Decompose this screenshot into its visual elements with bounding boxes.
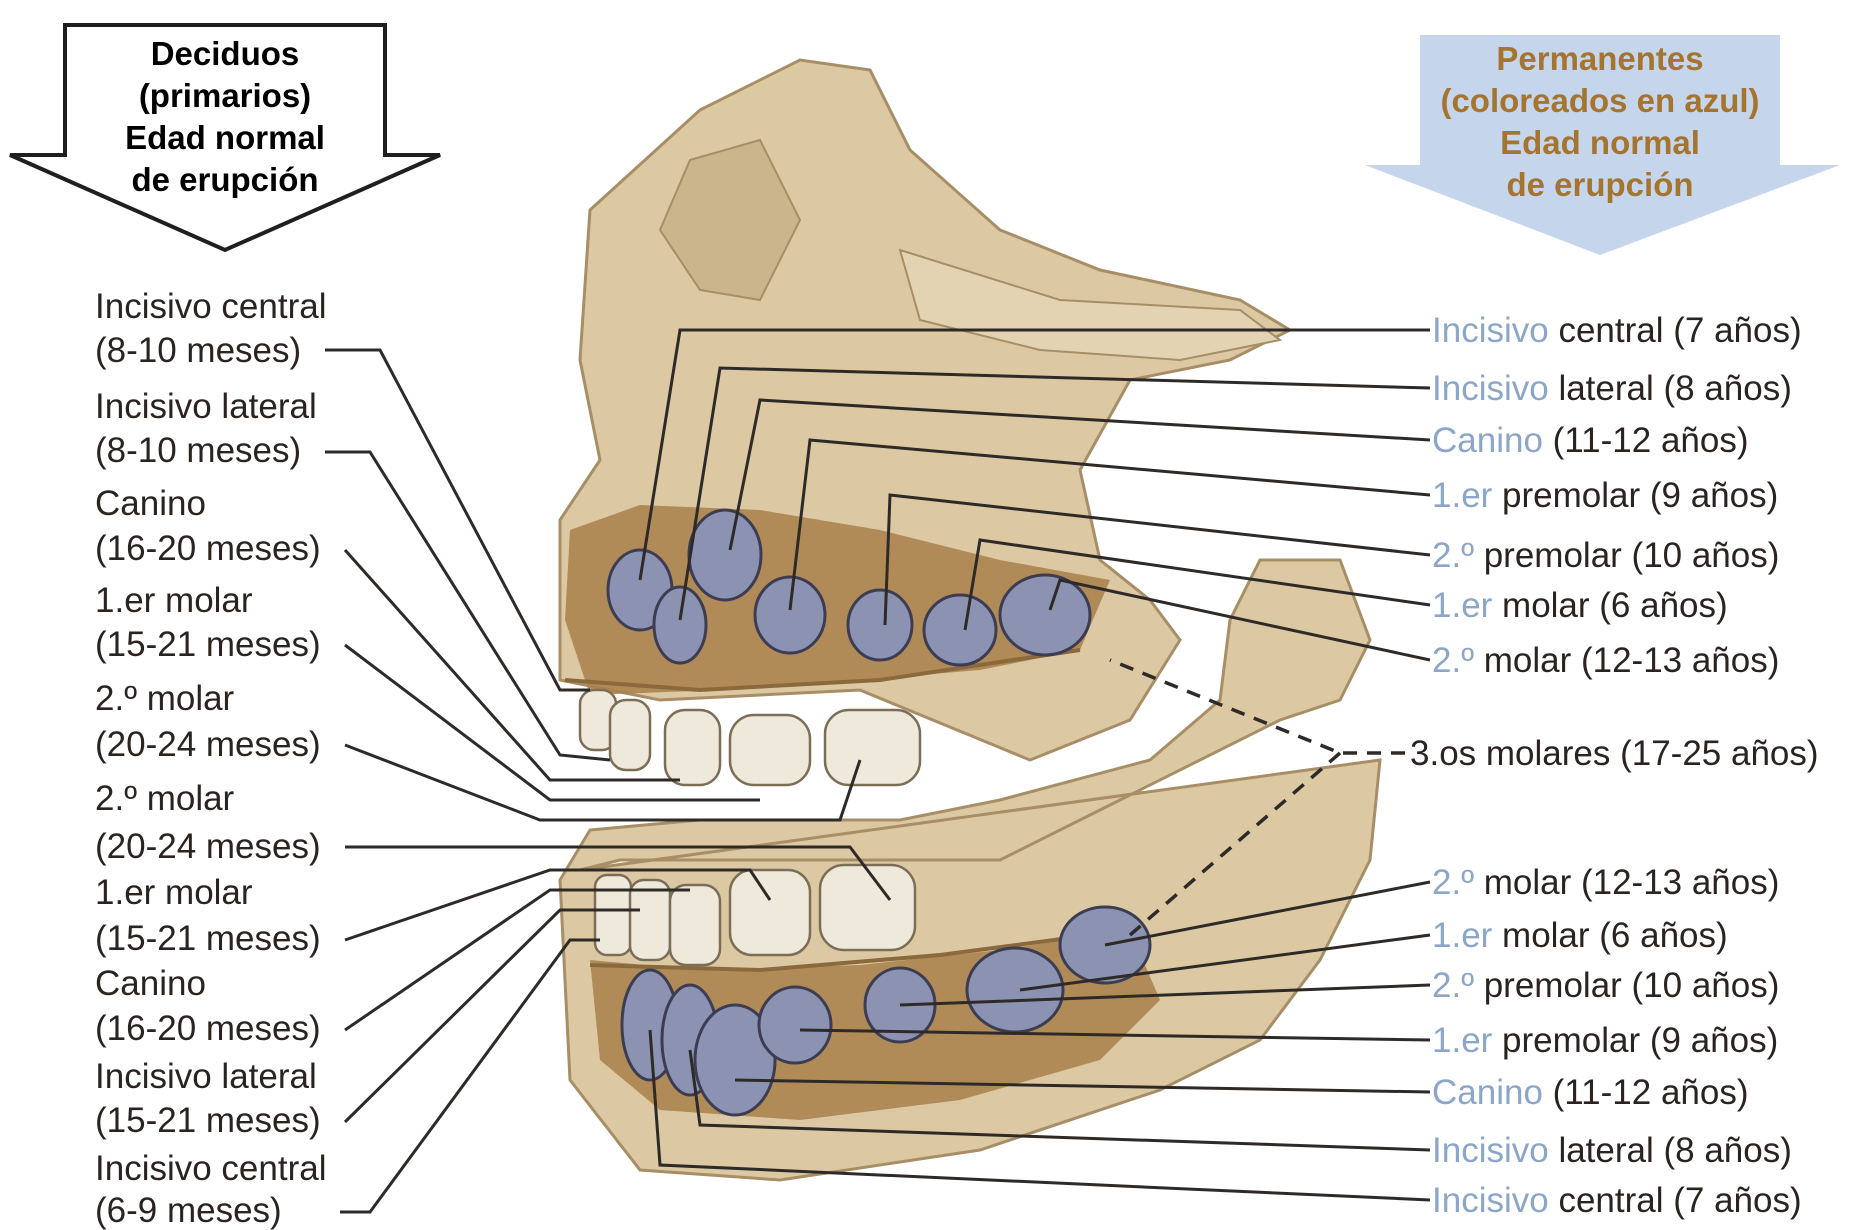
permanent-header-arrow: Permanentes (coloreados en azul) Edad no… xyxy=(1365,35,1840,255)
upper-permanent-molar-1 xyxy=(924,595,996,665)
deciduous-name-5: 2.º molar xyxy=(95,679,235,718)
deciduous-header-arrow: Deciduos (primarios) Edad normal de erup… xyxy=(10,25,440,250)
deciduous-age-4: (15-21 meses) xyxy=(95,625,321,664)
permanent-header-line-4: de erupción xyxy=(1506,166,1693,203)
deciduous-name-9: Incisivo lateral xyxy=(95,1057,317,1096)
permanent-upper-label-6: 1.er molar (6 años) xyxy=(1432,586,1728,625)
permanent-lower-label-1: 2.º molar (12-13 años) xyxy=(1432,863,1779,902)
permanent-lower-labels: 2.º molar (12-13 años) 1.er molar (6 año… xyxy=(1432,863,1802,1220)
deciduous-labels: Incisivo central (8-10 meses) Incisivo l… xyxy=(95,287,326,1230)
deciduous-header-line-4: de erupción xyxy=(131,161,318,198)
permanent-upper-label-5: 2.º premolar (10 años) xyxy=(1432,536,1779,575)
deciduous-name-10: Incisivo central xyxy=(95,1149,326,1188)
permanent-upper-label-2: Incisivo lateral (8 años) xyxy=(1432,369,1792,408)
deciduous-name-6: 2.º molar xyxy=(95,779,235,818)
permanent-lower-label-4: 1.er premolar (9 años) xyxy=(1432,1021,1778,1060)
permanent-lower-label-7: Incisivo central (7 años) xyxy=(1432,1181,1802,1220)
permanent-upper-label-3: Canino (11-12 años) xyxy=(1432,421,1749,460)
deciduous-age-5: (20-24 meses) xyxy=(95,725,321,764)
deciduous-age-1: (8-10 meses) xyxy=(95,331,301,370)
permanent-upper-label-7: 2.º molar (12-13 años) xyxy=(1432,641,1779,680)
upper-permanent-premolar-2 xyxy=(848,590,912,660)
permanent-header-line-2: (coloreados en azul) xyxy=(1440,82,1759,119)
permanent-header-line-3: Edad normal xyxy=(1500,124,1700,161)
lower-permanent-premolar-1 xyxy=(759,987,831,1063)
deciduous-age-8: (16-20 meses) xyxy=(95,1009,321,1048)
upper-deciduous-teeth xyxy=(580,690,920,785)
permanent-upper-label-1: Incisivo central (7 años) xyxy=(1432,311,1802,350)
deciduous-age-3: (16-20 meses) xyxy=(95,529,321,568)
deciduous-name-8: Canino xyxy=(95,964,206,1003)
deciduous-header-line-1: Deciduos xyxy=(151,35,300,72)
deciduous-age-9: (15-21 meses) xyxy=(95,1101,321,1140)
deciduous-age-2: (8-10 meses) xyxy=(95,431,301,470)
upper-permanent-incisor-lateral xyxy=(654,587,706,663)
deciduous-age-6: (20-24 meses) xyxy=(95,827,321,866)
deciduous-name-1: Incisivo central xyxy=(95,287,326,326)
deciduous-name-7: 1.er molar xyxy=(95,873,253,912)
permanent-upper-labels: Incisivo central (7 años) Incisivo later… xyxy=(1432,311,1802,680)
upper-permanent-canine xyxy=(689,510,761,600)
deciduous-name-2: Incisivo lateral xyxy=(95,387,317,426)
skull-illustration xyxy=(560,60,1380,1180)
permanent-lower-label-2: 1.er molar (6 años) xyxy=(1432,916,1728,955)
lower-permanent-molar-1 xyxy=(967,948,1063,1032)
deciduous-name-3: Canino xyxy=(95,484,206,523)
deciduous-header-line-2: (primarios) xyxy=(139,77,311,114)
permanent-upper-label-4: 1.er premolar (9 años) xyxy=(1432,476,1778,515)
upper-permanent-premolar-1 xyxy=(755,577,825,653)
permanent-lower-label-6: Incisivo lateral (8 años) xyxy=(1432,1131,1792,1170)
upper-permanent-molar-2 xyxy=(1000,575,1090,655)
third-molars-label: 3.os molares (17-25 años) xyxy=(1410,734,1819,773)
permanent-lower-label-5: Canino (11-12 años) xyxy=(1432,1073,1749,1112)
permanent-lower-label-3: 2.º premolar (10 años) xyxy=(1432,966,1779,1005)
deciduous-name-4: 1.er molar xyxy=(95,581,253,620)
permanent-header-line-1: Permanentes xyxy=(1496,40,1703,77)
deciduous-age-10: (6-9 meses) xyxy=(95,1191,282,1230)
deciduous-header-line-3: Edad normal xyxy=(125,119,325,156)
deciduous-age-7: (15-21 meses) xyxy=(95,919,321,958)
